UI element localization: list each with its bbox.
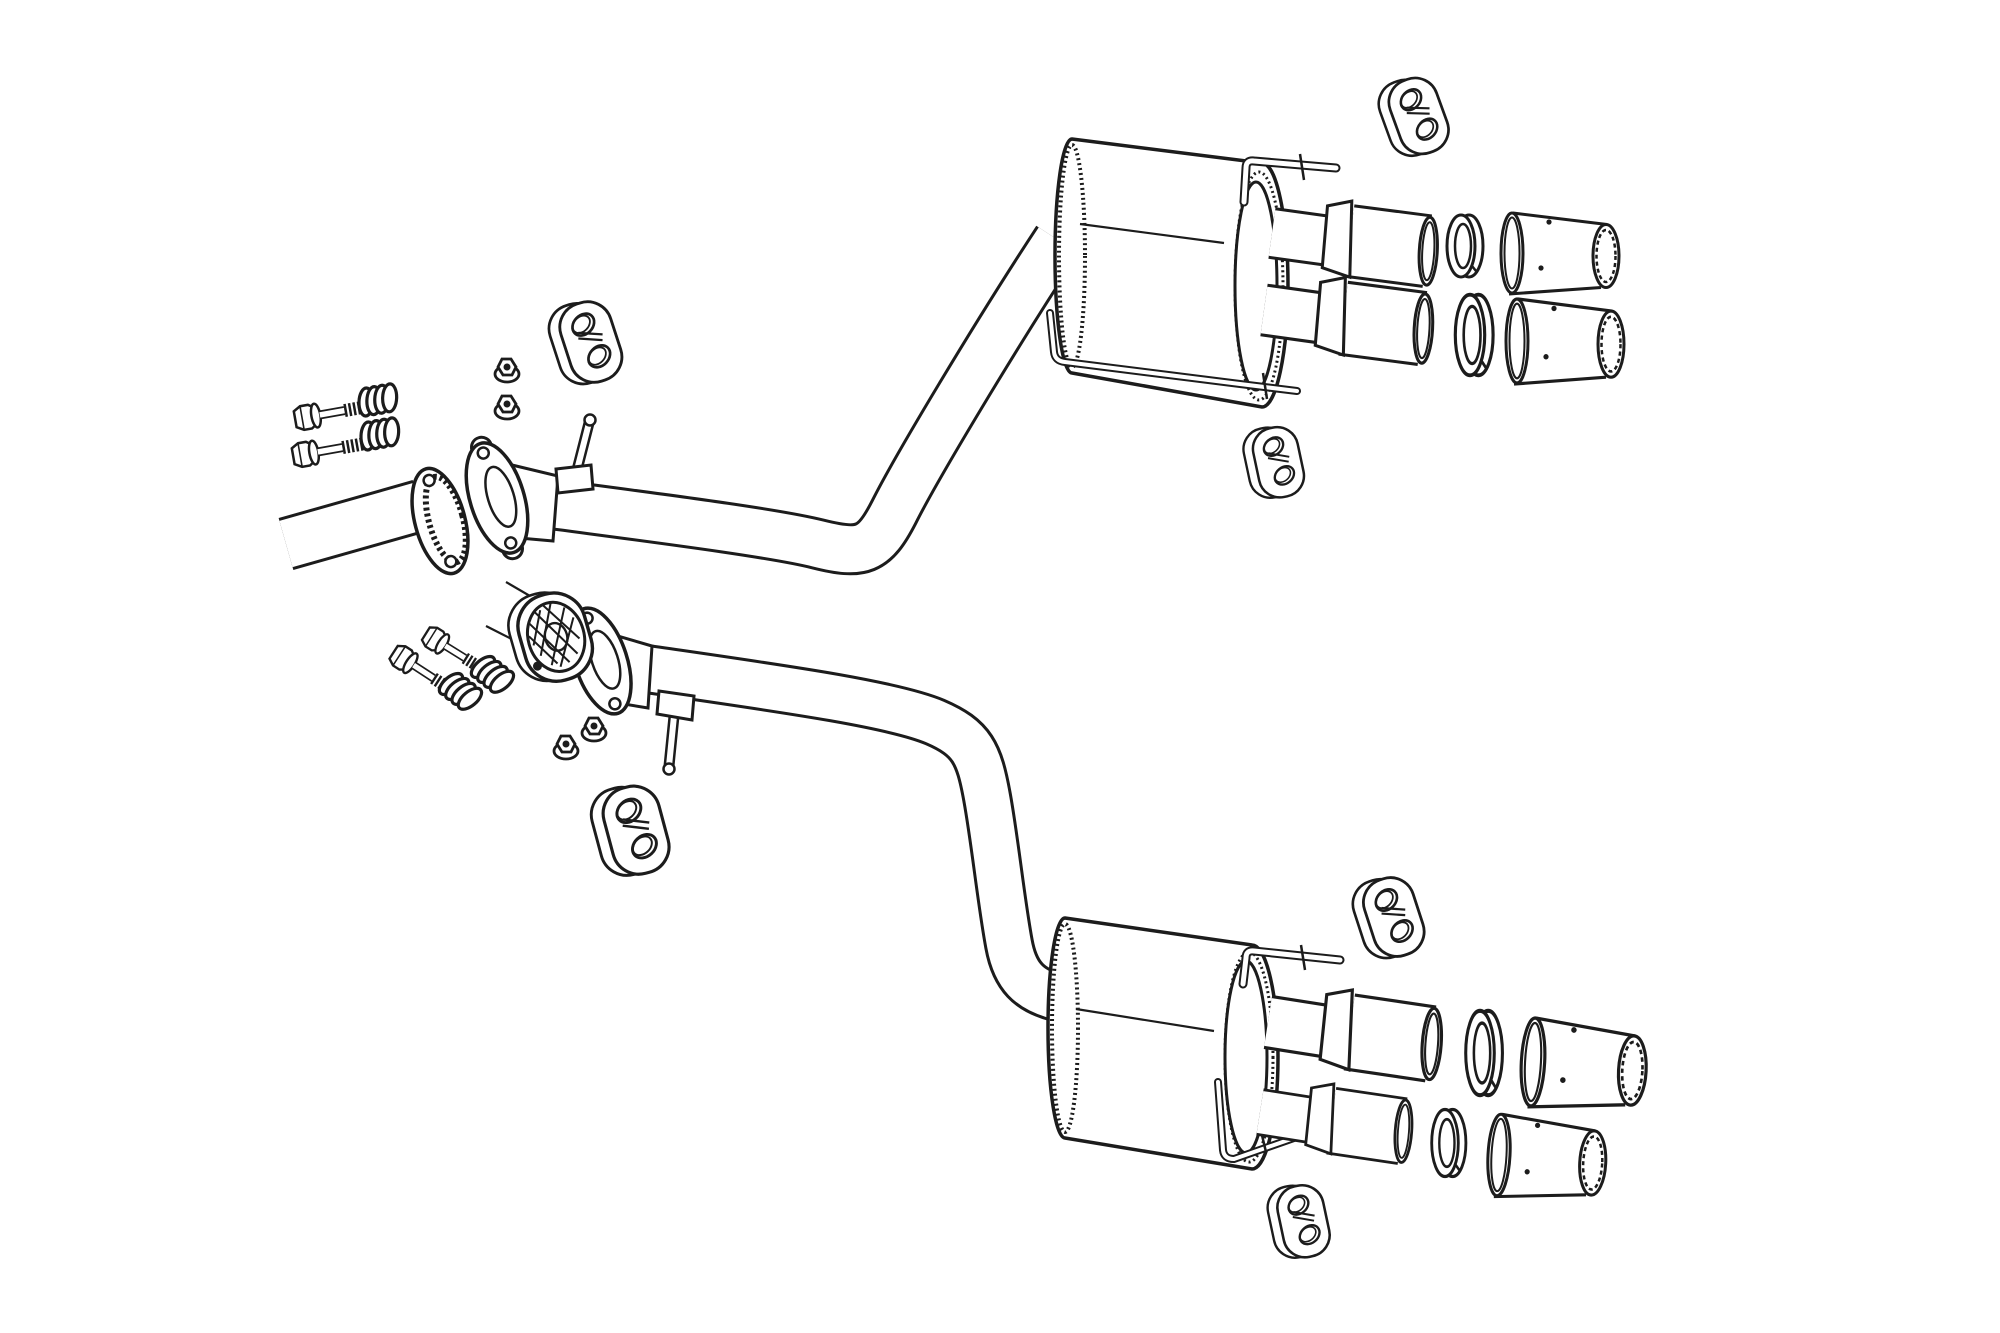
ring-spacer-right-upper — [1464, 1008, 1504, 1098]
bolt-threads — [341, 437, 365, 454]
ring-spacer-left-lower — [1453, 292, 1495, 378]
tailpipe-step-cone — [1304, 1082, 1336, 1156]
left-rear-section — [278, 76, 1626, 576]
hanger-rod-upper-right — [1238, 944, 1345, 989]
ring-spacer-right-lower — [1430, 1107, 1468, 1179]
mid-pipe-flange — [410, 466, 470, 576]
nut-left-2 — [493, 394, 521, 421]
nut-right-2 — [580, 716, 608, 743]
spring-right-1 — [437, 671, 484, 711]
muffler-seam — [1075, 1007, 1215, 1033]
rubber-hanger-bottom-right — [1266, 1183, 1331, 1259]
rubber-hanger-mid-right — [1242, 425, 1306, 499]
bolt-left-1 — [292, 400, 367, 432]
spring-left-1 — [357, 382, 399, 418]
muffler-front-rim — [1057, 143, 1087, 369]
hanger-pin-left — [554, 413, 597, 495]
finisher-tip-left-upper — [1499, 211, 1621, 296]
bolt-threads — [461, 652, 485, 674]
nut-right-1 — [552, 734, 580, 761]
finisher-tip-left-lower — [1504, 297, 1626, 386]
inlet-flange-left — [464, 435, 530, 561]
tailpipe-step-cone — [1320, 199, 1354, 280]
bolt-right-2 — [420, 626, 485, 674]
rubber-hanger-front-right — [589, 784, 671, 877]
nut-left-1 — [493, 357, 521, 384]
tailpipe-right-lower — [1256, 1082, 1414, 1165]
tailpipe-step-cone — [1318, 988, 1354, 1072]
hanger-rod-lower-left — [1046, 309, 1301, 400]
muffler-left — [1053, 137, 1290, 409]
mesh-ring-gasket — [507, 591, 595, 683]
tailpipe-left-lower — [1260, 275, 1435, 366]
inlet-flange-right — [569, 606, 633, 716]
hanger-pin-right — [655, 689, 696, 776]
muffler-front-rim — [1050, 922, 1080, 1134]
rubber-hanger-top-right — [1377, 76, 1450, 158]
finisher-tip-right-upper — [1519, 1016, 1648, 1109]
ring-spacer-left-upper — [1445, 213, 1485, 279]
tailpipe-step-cone — [1313, 275, 1347, 358]
tailpipe-right-upper — [1263, 988, 1444, 1083]
muffler-seam — [1079, 222, 1225, 245]
rubber-hanger-front-left — [547, 300, 624, 386]
rubber-hanger-top-right-2 — [1351, 876, 1426, 960]
finisher-tip-right-lower — [1486, 1112, 1608, 1199]
right-rear-section — [388, 591, 1648, 1259]
bolt-threads — [343, 400, 367, 417]
bolt-left-2 — [290, 437, 365, 469]
hanger-rod-upper-left — [1239, 153, 1341, 207]
tailpipe-left-upper — [1268, 199, 1439, 288]
spring-left-2 — [359, 416, 401, 452]
spring-right-2 — [469, 654, 516, 694]
